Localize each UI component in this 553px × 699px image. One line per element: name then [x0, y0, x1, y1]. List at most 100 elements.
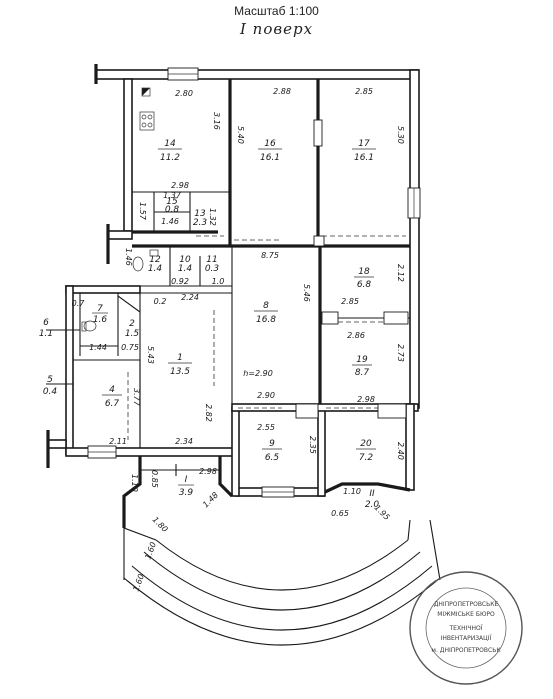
room-9-number: 9 — [269, 439, 275, 449]
dim-24: 0.75 — [121, 343, 139, 352]
dim-9: 1.46 — [161, 217, 179, 226]
room-14-number: 14 — [164, 139, 176, 149]
room-17-area: 16.1 — [354, 153, 374, 163]
room-1-label: 1 13.5 — [168, 353, 192, 377]
room-I-label: I 3.9 — [178, 475, 194, 498]
room-18-area: 6.8 — [357, 280, 372, 290]
room-14-area: 11.2 — [160, 153, 180, 163]
dim-14: 0.92 — [171, 277, 189, 286]
room-12-area: 1.4 — [148, 264, 163, 274]
room-18-number: 18 — [358, 267, 370, 277]
dim-18: 2.85 — [341, 297, 359, 306]
toilet-12 — [132, 256, 144, 272]
room-12-number: 12 — [149, 255, 161, 265]
room-9-label: 9 6.5 — [262, 439, 282, 463]
room-4-label: 4 6.7 — [102, 385, 122, 409]
fixtures — [46, 87, 159, 385]
room-6-area: 1.1 — [39, 329, 53, 339]
dim-28: 2.90 — [257, 391, 275, 400]
dim-0: 2.80 — [175, 89, 193, 98]
room-19-label: 19 8.7 — [352, 355, 372, 378]
entrance-steps — [123, 519, 441, 646]
dim-33: 2.40 — [396, 442, 405, 460]
room-15-area: 0.8 — [165, 205, 180, 215]
floor-title: I поверх — [239, 20, 314, 38]
room-5-label: 5 0.4 — [43, 375, 58, 397]
wall-left-block-top — [65, 285, 141, 294]
sink-12 — [149, 249, 159, 257]
pillar-16 — [313, 119, 323, 147]
room-I-area: 3.9 — [179, 488, 194, 498]
step-right-diag — [407, 519, 411, 541]
scale-label: Масштаб 1:100 — [234, 4, 319, 18]
wall-vestibule — [122, 456, 142, 528]
room-4-number: 4 — [109, 385, 115, 395]
door-marks — [196, 119, 409, 419]
dim-30: 2.82 — [204, 404, 213, 422]
room-20-area: 7.2 — [359, 453, 374, 463]
dim-2: 2.85 — [355, 87, 373, 96]
wall-right — [409, 69, 420, 409]
room-12-label: 12 1.4 — [148, 255, 163, 274]
dim-19: 2.86 — [347, 331, 365, 340]
pillar-19 — [383, 311, 409, 325]
room-7-number: 7 — [97, 304, 103, 314]
wall-vestibule-right — [218, 456, 234, 498]
dim-21: 0.7 — [72, 299, 86, 308]
room-6-label: 6 1.1 — [39, 318, 53, 339]
room-7-area: 1.6 — [93, 315, 108, 325]
room-labels: 14 11.2 16 16.1 17 16.1 15 0.8 13 2.3 12… — [39, 139, 380, 510]
room-8-number: 8 — [263, 301, 269, 311]
dim-10: 1.32 — [208, 208, 217, 226]
dim-20: 2.73 — [396, 344, 405, 362]
room-II-area: 2.0 — [365, 500, 380, 510]
pillar-19-20 — [377, 403, 407, 419]
dim-36: 2.98 — [199, 467, 217, 476]
room-6-number: 6 — [43, 318, 49, 328]
toilet-7 — [83, 320, 97, 332]
dim-7: 1.57 — [138, 202, 147, 221]
room-2-label: 2 1.5 — [125, 319, 140, 339]
room-2-number: 2 — [129, 319, 135, 329]
room-II-number: II — [369, 489, 375, 499]
step-right-edge — [429, 519, 441, 581]
dim-40: 1.60 — [131, 573, 146, 593]
windows — [87, 67, 421, 498]
wall-left-block-side — [65, 285, 74, 455]
stove-burner-3 — [141, 122, 147, 128]
stamp-line-5: м. ДНІПРОПЕТРОВСЬК — [431, 647, 501, 654]
room-18-label: 18 6.8 — [354, 267, 374, 290]
wall-room20-right — [405, 403, 415, 491]
dim-43: 1.80 — [151, 515, 170, 534]
dim-38: 0.85 — [150, 470, 159, 488]
room-13-label: 13 2.3 — [193, 209, 208, 228]
room-5-area: 0.4 — [43, 387, 58, 397]
room-2-area: 1.5 — [125, 329, 140, 339]
dim-42: 1.95 — [373, 503, 392, 522]
dim-13: 1.46 — [124, 248, 133, 266]
dim-35: 2.34 — [175, 437, 193, 446]
stove-burner-2 — [147, 114, 153, 120]
dim-23: 1.44 — [89, 343, 107, 352]
riser-box — [141, 87, 151, 97]
wall-room9-left — [231, 407, 240, 497]
room-9-area: 6.5 — [265, 453, 280, 463]
room-17-label: 17 16.1 — [352, 139, 376, 163]
stove-burner-1 — [141, 114, 147, 120]
wall-left-stub — [47, 439, 67, 449]
step-left-diag — [123, 527, 157, 541]
room-13-area: 2.3 — [193, 218, 208, 228]
room-20-number: 20 — [360, 439, 372, 449]
riser-marker — [142, 88, 150, 96]
wall-left-upper — [123, 78, 133, 232]
dim-1: 2.88 — [273, 87, 291, 96]
stove-fixture — [139, 111, 155, 131]
dim-5: 5.30 — [396, 126, 405, 144]
step-3 — [131, 565, 433, 631]
room-1-area: 13.5 — [170, 367, 190, 377]
room-16-label: 16 16.1 — [258, 139, 282, 163]
dim-16: 2.24 — [181, 293, 199, 302]
dim-17: 5.46 — [302, 284, 311, 302]
room-20-label: 20 7.2 — [356, 439, 376, 463]
